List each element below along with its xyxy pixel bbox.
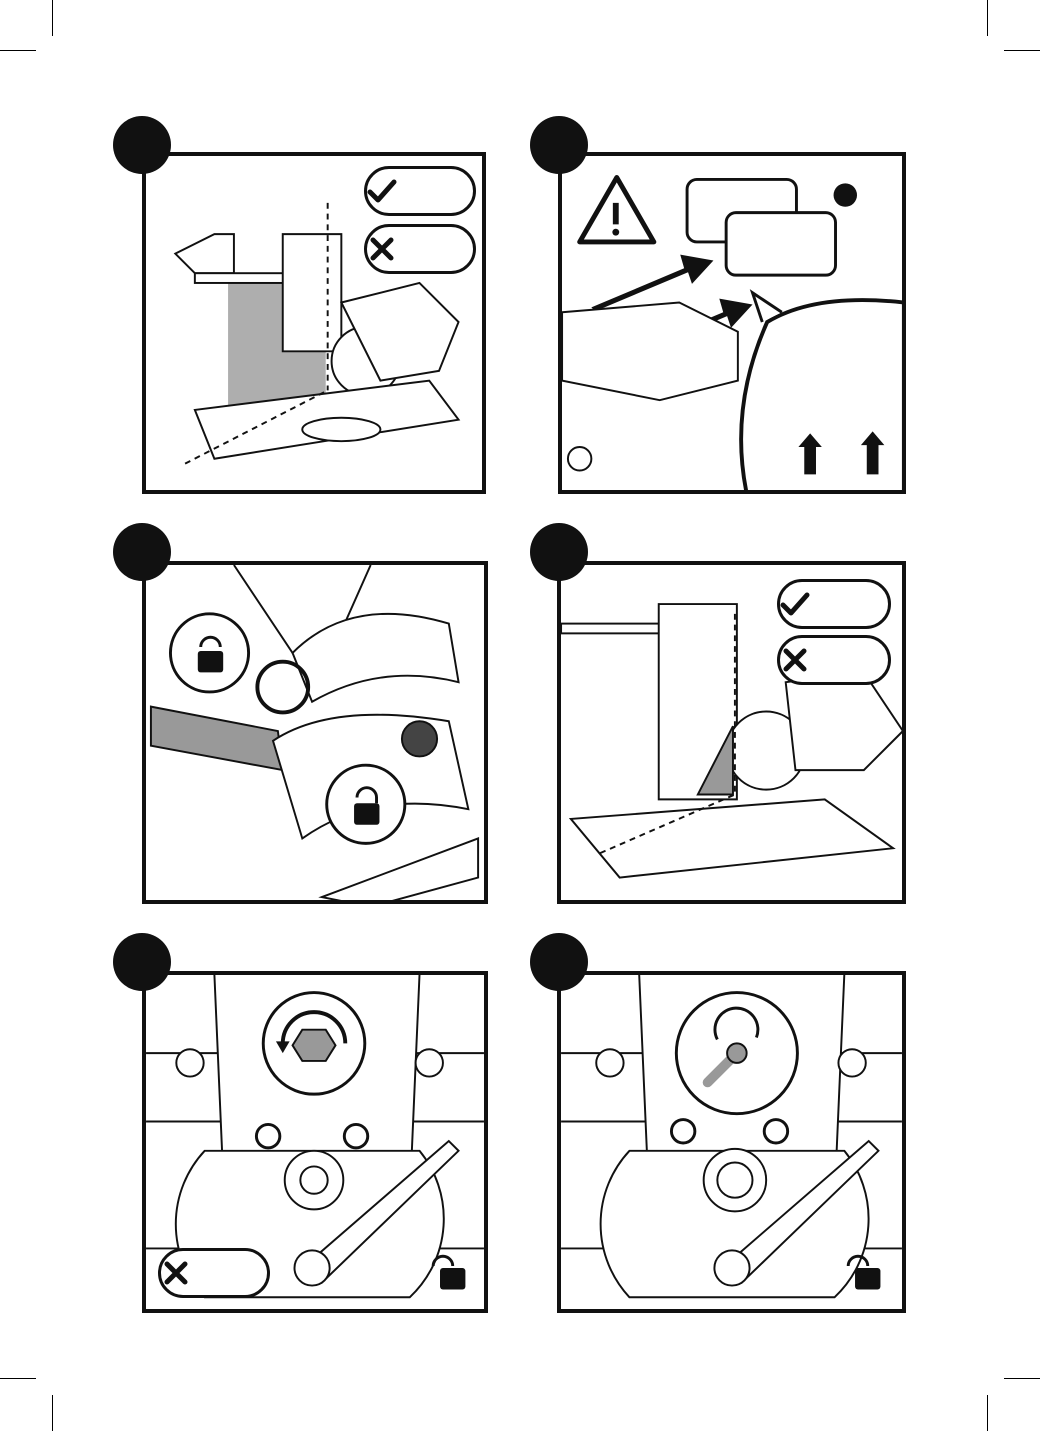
step-marker-3 (113, 523, 171, 581)
panel-5 (142, 971, 488, 1313)
panel-1 (142, 152, 486, 494)
panel-6 (557, 971, 906, 1313)
crop-mark (0, 50, 36, 51)
correct-pill (364, 166, 476, 216)
incorrect-pill (364, 224, 476, 274)
incorrect-pill (777, 635, 891, 685)
crop-mark (52, 0, 53, 36)
unlock-icon (146, 975, 484, 1309)
check-icon (780, 589, 810, 619)
crop-mark (987, 0, 988, 36)
step-marker-6 (530, 933, 588, 991)
panel-2 (558, 152, 906, 494)
crop-mark (0, 1378, 36, 1379)
crop-mark (1004, 1378, 1040, 1379)
step-marker-4 (530, 523, 588, 581)
battery-illustration (562, 156, 902, 490)
crop-mark (52, 1395, 53, 1431)
crop-mark (1004, 50, 1040, 51)
panel-3 (142, 561, 488, 904)
check-icon (367, 176, 397, 206)
lock-icon (146, 565, 484, 900)
step-marker-5 (113, 933, 171, 991)
step-marker-1 (113, 116, 171, 174)
unlock-icon (561, 975, 902, 1309)
correct-pill (777, 579, 891, 629)
crop-mark (987, 1395, 988, 1431)
panel-4 (557, 561, 906, 904)
step-marker-2 (530, 116, 588, 174)
cross-icon (780, 645, 810, 675)
cross-icon (367, 234, 397, 264)
